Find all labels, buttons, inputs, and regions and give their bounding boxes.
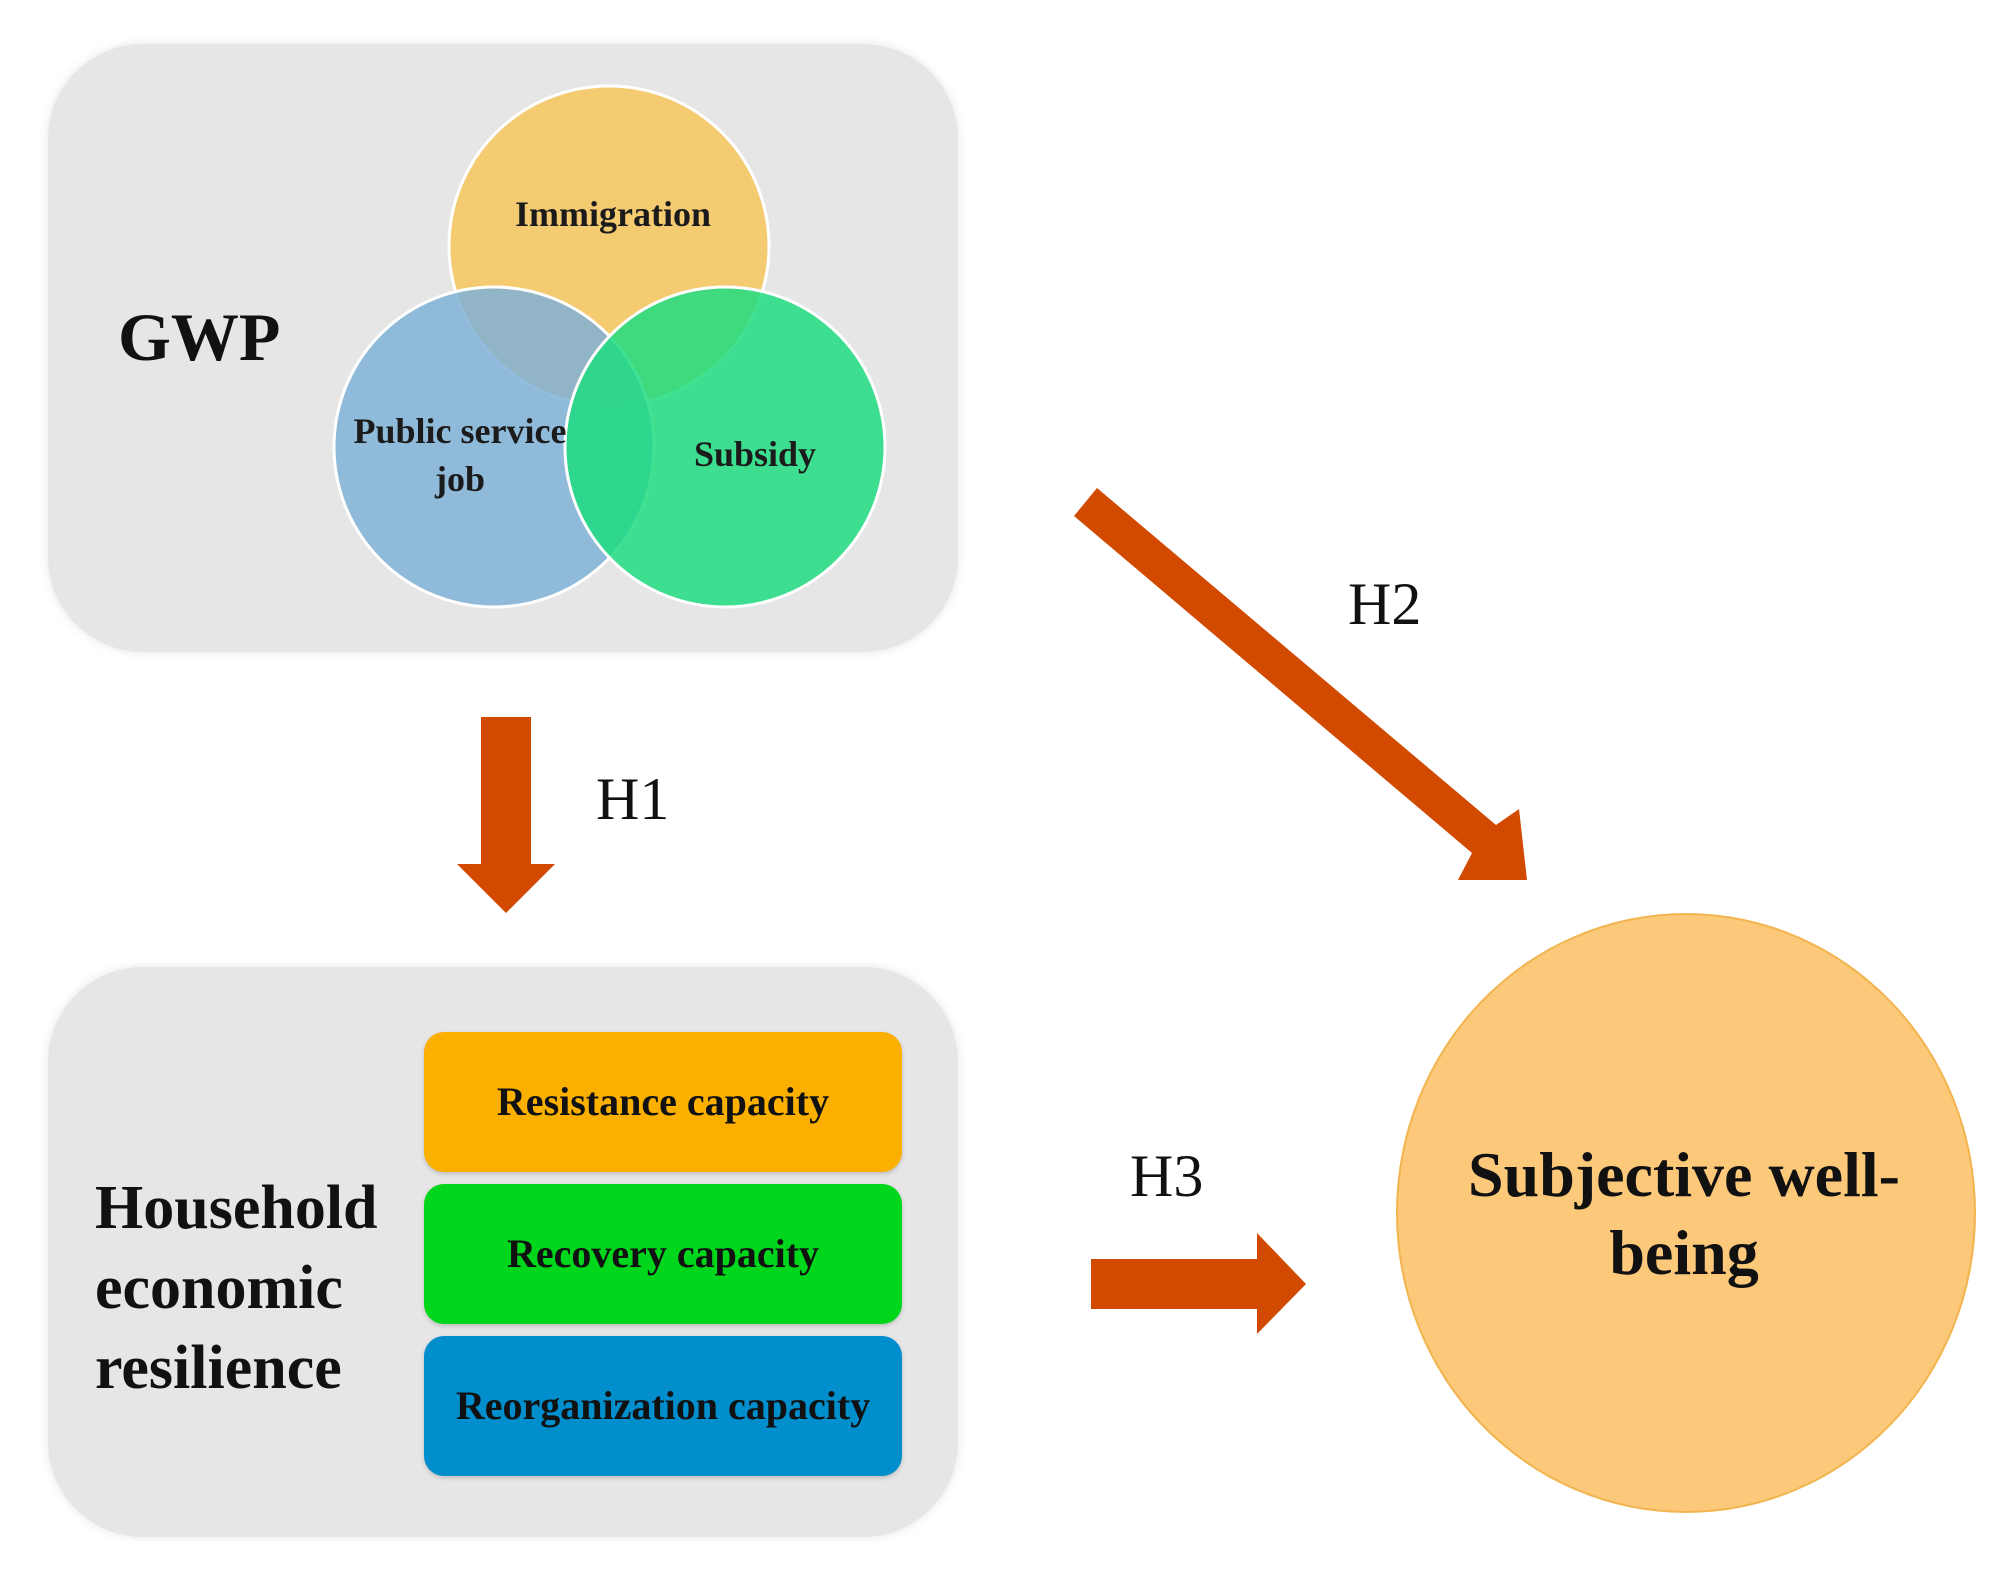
immigration-label: Immigration bbox=[515, 194, 711, 234]
public-service-job-label: Public service job bbox=[353, 411, 567, 499]
h1-label: H1 bbox=[596, 766, 670, 832]
h3-arrow bbox=[1091, 1233, 1306, 1334]
subsidy-circle bbox=[563, 285, 887, 609]
h3-label: H3 bbox=[1130, 1143, 1204, 1209]
subsidy-label: Subsidy bbox=[693, 434, 817, 474]
recovery-capacity-box: Recovery capacity bbox=[424, 1184, 902, 1324]
resistance-capacity-box: Resistance capacity bbox=[424, 1032, 902, 1172]
h2-label: H2 bbox=[1348, 571, 1422, 637]
reorganization-capacity-box: Reorganization capacity bbox=[424, 1336, 902, 1476]
gwp-title: GWP bbox=[118, 299, 281, 375]
subjective-well-being-circle bbox=[1396, 913, 1976, 1513]
h1-arrow bbox=[457, 717, 555, 913]
subjective-well-being-label: Subjective well-being bbox=[1468, 1139, 1900, 1288]
household-resilience-title: Household economic resilience bbox=[95, 1174, 378, 1402]
h2-arrow bbox=[1074, 488, 1527, 880]
